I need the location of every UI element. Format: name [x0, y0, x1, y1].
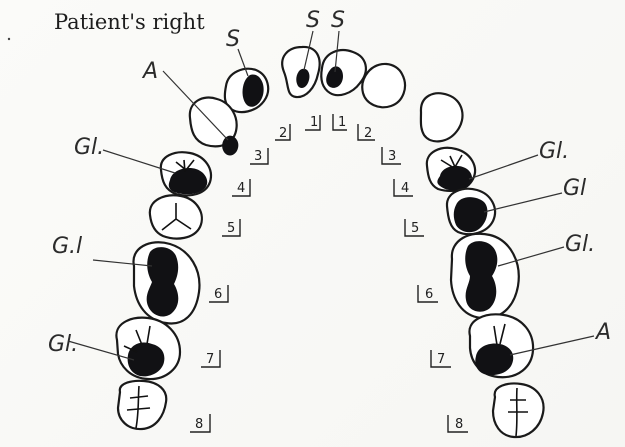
tooth-left-7: [469, 314, 533, 377]
svg-text:7: 7: [437, 352, 445, 367]
svg-text:1: 1: [310, 115, 318, 130]
svg-text:Gl.: Gl.: [539, 139, 569, 164]
number-left-6: 6: [418, 285, 438, 302]
svg-text:G.l: G.l: [52, 234, 82, 259]
tooth-right-6: [133, 242, 199, 323]
svg-text:4: 4: [237, 181, 245, 196]
tooth-left-1: [321, 50, 366, 95]
number-right-6: 6: [209, 285, 228, 302]
number-left-2: 2: [358, 124, 375, 141]
number-left-8: 8: [448, 415, 468, 432]
svg-text:6: 6: [425, 287, 433, 302]
svg-text:6: 6: [214, 287, 222, 302]
number-left-7: 7: [431, 350, 451, 367]
number-right-1: 1: [305, 115, 320, 130]
tooth-right-5: [150, 195, 202, 238]
svg-text:A: A: [141, 59, 158, 84]
number-left-3: 3: [382, 147, 401, 164]
tooth-right-2: [225, 69, 268, 112]
number-left-5: 5: [405, 219, 424, 236]
tooth-right-4: [161, 152, 211, 195]
tooth-right-1: [282, 47, 319, 97]
annotation-gl-right-1: Gl.: [469, 139, 569, 179]
svg-text:2: 2: [279, 126, 287, 141]
annotation-s-left: S: [226, 27, 248, 76]
stray-mark: [8, 38, 10, 40]
number-left-4: 4: [394, 179, 413, 196]
svg-text:5: 5: [227, 221, 235, 236]
svg-text:A: A: [594, 320, 611, 345]
svg-text:Gl: Gl: [563, 176, 586, 201]
patient-right-title: Patient's right: [54, 10, 205, 34]
number-right-5: 5: [222, 219, 240, 236]
number-right-2: 2: [275, 124, 290, 141]
svg-text:3: 3: [388, 149, 396, 164]
tooth-left-3: [421, 93, 463, 141]
svg-text:7: 7: [206, 352, 214, 367]
svg-text:Gl.: Gl.: [48, 332, 78, 357]
tooth-left-8: [493, 384, 544, 438]
svg-text:S: S: [331, 8, 345, 33]
svg-text:Gl.: Gl.: [565, 232, 595, 257]
svg-text:4: 4: [401, 181, 409, 196]
svg-text:2: 2: [364, 126, 372, 141]
svg-text:8: 8: [455, 417, 463, 432]
annotation-gl-right-2: Gl: [484, 176, 586, 212]
svg-text:Gl.: Gl.: [74, 135, 104, 160]
svg-text:1: 1: [338, 115, 346, 130]
svg-text:S: S: [306, 8, 320, 33]
number-left-1: 1: [333, 114, 347, 130]
number-right-8: 8: [190, 414, 210, 432]
svg-text:8: 8: [195, 417, 203, 432]
tooth-right-7: [116, 318, 180, 379]
number-right-7: 7: [201, 350, 220, 367]
number-right-4: 4: [232, 179, 250, 196]
number-right-3: 3: [250, 148, 268, 164]
tooth-left-4: [427, 148, 475, 191]
svg-text:3: 3: [254, 149, 262, 164]
tooth-right-8: [118, 381, 166, 429]
svg-text:5: 5: [411, 221, 419, 236]
tooth-left-2: [362, 64, 405, 107]
svg-text:S: S: [226, 27, 240, 52]
tooth-left-6: [451, 234, 519, 318]
